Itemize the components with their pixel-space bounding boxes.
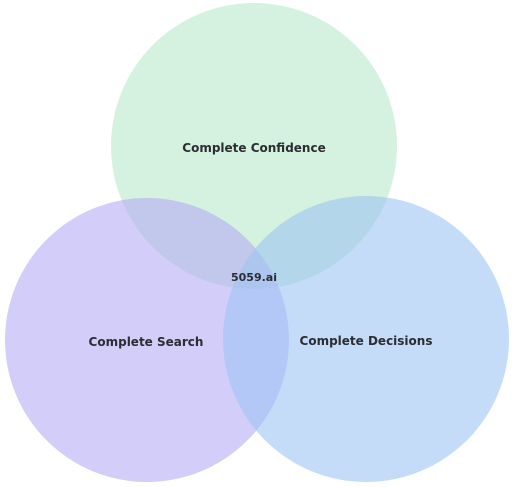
label-complete-confidence: Complete Confidence (182, 141, 325, 155)
circle-complete-search (5, 198, 289, 482)
label-complete-decisions: Complete Decisions (300, 334, 433, 348)
venn-circles (5, 3, 509, 482)
label-complete-search: Complete Search (89, 335, 204, 349)
circle-complete-decisions (223, 196, 509, 482)
center-label: 5059.ai (231, 271, 277, 284)
